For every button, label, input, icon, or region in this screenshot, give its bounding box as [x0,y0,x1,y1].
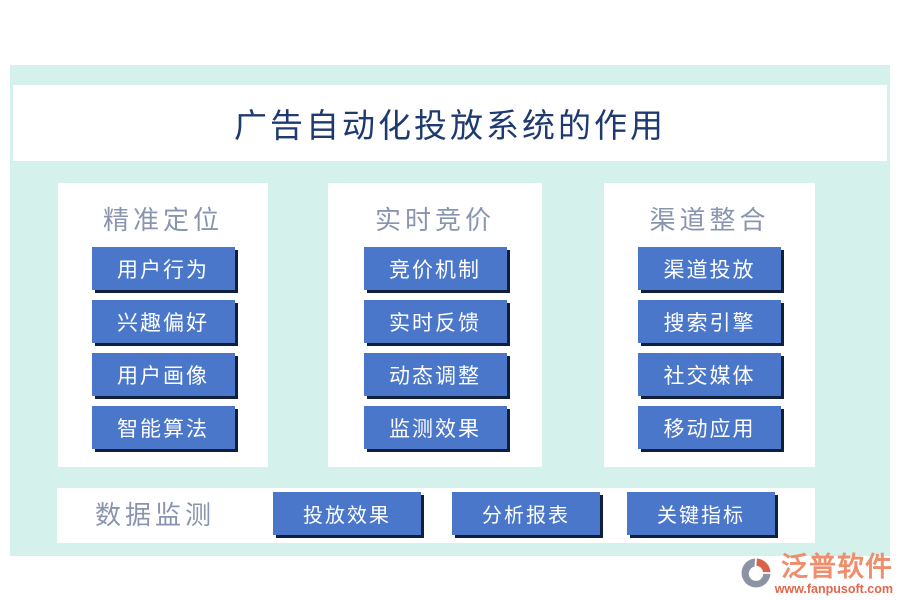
page-title: 广告自动化投放系统的作用 [234,109,666,145]
brand-url: www.fanpusoft.com [774,582,893,596]
chip-delivery-effect[interactable]: 投放效果 [273,492,421,535]
card-realtime-bidding: 实时竞价 竞价机制 实时反馈 动态调整 监测效果 [328,183,542,467]
chip-user-behavior[interactable]: 用户行为 [91,247,235,290]
card-header: 精准定位 [102,206,223,235]
chip-dynamic-adjustment[interactable]: 动态调整 [363,353,507,396]
chip-search-engine[interactable]: 搜索引擎 [638,300,781,343]
chip-interest-preference[interactable]: 兴趣偏好 [91,300,235,343]
brand-name: 泛普软件 [781,552,893,582]
card-header: 实时竞价 [374,206,495,235]
brand-watermark: 泛普软件 www.fanpusoft.com [739,553,893,596]
chip-bidding-mechanism[interactable]: 竞价机制 [363,247,507,290]
data-monitoring-label: 数据监测 [95,501,216,530]
chip-mobile-app[interactable]: 移动应用 [638,406,781,449]
fanpu-logo-icon [741,558,771,588]
chip-user-profile[interactable]: 用户画像 [91,353,235,396]
chip-key-indicators[interactable]: 关键指标 [627,492,775,535]
chip-monitor-effect[interactable]: 监测效果 [363,406,507,449]
brand-text-block: 泛普软件 www.fanpusoft.com [774,552,893,597]
chip-realtime-feedback[interactable]: 实时反馈 [363,300,507,343]
data-monitoring-bar: 数据监测 投放效果 分析报表 关键指标 [57,488,815,543]
chip-social-media[interactable]: 社交媒体 [638,353,781,396]
title-bar: 广告自动化投放系统的作用 [13,85,887,161]
chip-channel-delivery[interactable]: 渠道投放 [638,247,781,290]
chip-analysis-report[interactable]: 分析报表 [452,492,600,535]
card-precise-targeting: 精准定位 用户行为 兴趣偏好 用户画像 智能算法 [58,183,268,467]
chip-smart-algorithm[interactable]: 智能算法 [91,406,235,449]
card-header: 渠道整合 [649,206,770,235]
card-channel-integration: 渠道整合 渠道投放 搜索引擎 社交媒体 移动应用 [604,183,815,467]
